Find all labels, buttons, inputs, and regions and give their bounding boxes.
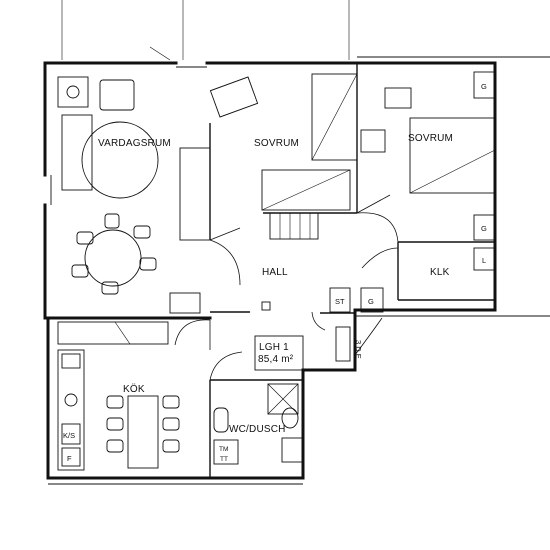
- mark-st: ST: [335, 297, 345, 306]
- mark-g-sovrum-top: G: [481, 82, 487, 91]
- balcony-lines: [61, 0, 350, 61]
- mark-g-sovrum-bottom: G: [481, 224, 487, 233]
- sovrum-1-furniture: [209, 73, 358, 240]
- mark-g-hall: G: [368, 297, 374, 306]
- vardagsrum-furniture: [57, 76, 211, 314]
- room-label-hall: HALL: [262, 267, 288, 278]
- room-label-sovrum-1: SOVRUM: [254, 138, 299, 149]
- sovrum-2-furniture: [360, 71, 496, 271]
- room-label-klk: KLK: [430, 267, 450, 278]
- mark-l-klk: L: [482, 256, 486, 265]
- mark-tm: TM: [219, 446, 228, 453]
- mark-k-s: K/S: [63, 431, 75, 440]
- apartment-area: 85,4 m²: [258, 354, 294, 365]
- wc-fixtures: [213, 383, 303, 465]
- kitchen-furniture: [57, 321, 180, 471]
- apartment-id: LGH 1: [259, 342, 289, 353]
- hall-fixtures: [254, 287, 384, 371]
- mark-tt: TT: [220, 456, 228, 463]
- room-label-kok: KÖK: [123, 383, 145, 395]
- room-label-sovrum-2: SOVRUM: [408, 133, 453, 144]
- mark-hall-cabinet: 3 D E: [354, 340, 363, 359]
- room-label-vardagsrum: VARDAGSRUM: [98, 138, 171, 149]
- room-label-wc-dusch: WC/DUSCH: [229, 424, 286, 435]
- mark-f: F: [67, 454, 72, 463]
- door-swings: [174, 194, 399, 381]
